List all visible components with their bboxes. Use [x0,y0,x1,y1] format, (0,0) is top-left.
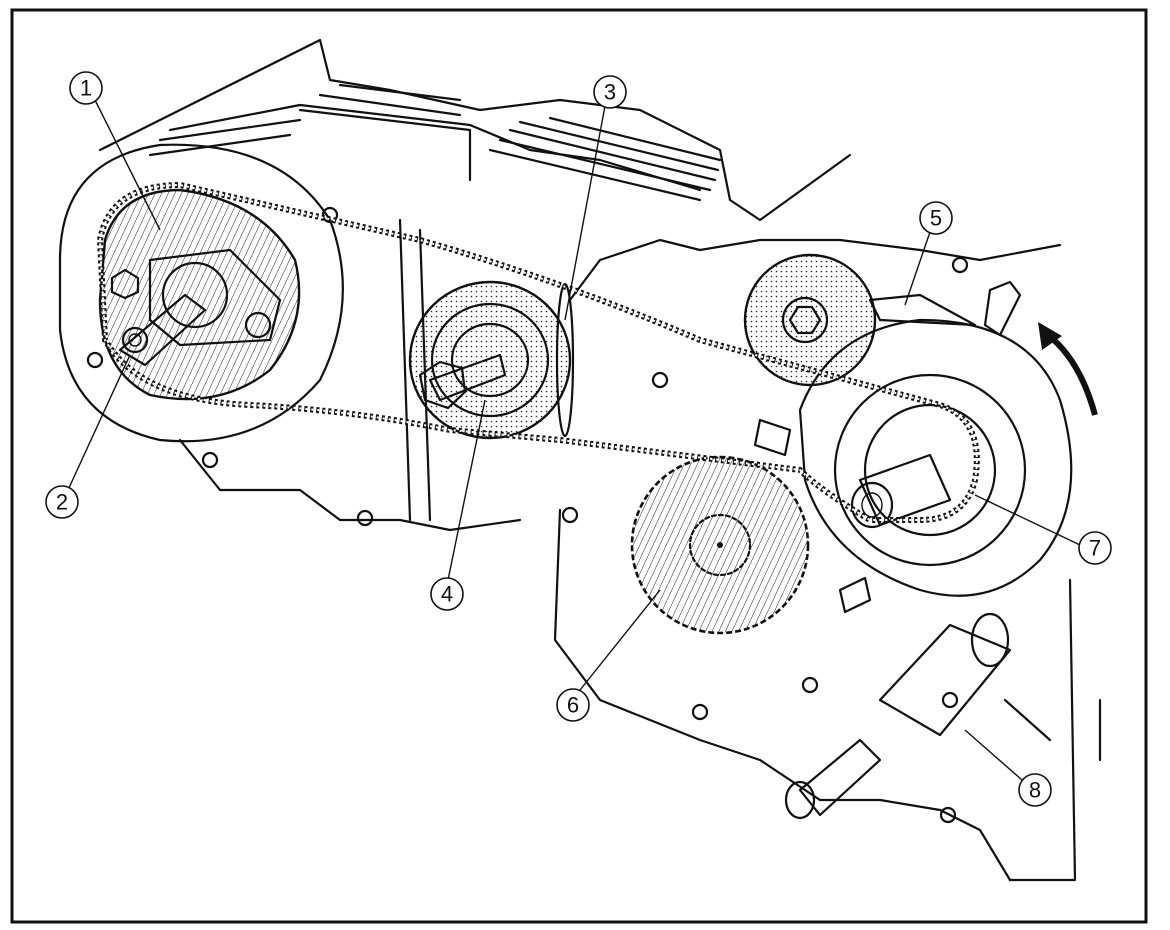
callout-6: 6 [567,693,579,718]
crankcase-outline [58,38,1102,882]
callout-1-circle [69,71,103,105]
callout-6-circle [556,688,590,722]
tensioner-pulley [408,280,575,440]
callout-5-circle [919,201,953,235]
callout-7: 7 [1089,536,1101,561]
crank-sprocket [98,188,301,401]
callouts: 1 2 3 4 5 6 7 8 [45,71,1112,807]
idler-wheel [743,253,977,387]
callout-8-circle [1018,773,1052,807]
counter-sprocket [630,455,810,635]
callout-2-circle [45,485,79,519]
callout-4: 4 [441,582,453,607]
callout-5: 5 [930,206,942,231]
curved-arrow-icon [1038,322,1098,416]
drive-chain [96,181,980,523]
callout-8: 8 [1029,778,1041,803]
callout-3: 3 [604,80,616,105]
figure-frame [10,8,1148,924]
callout-1: 1 [80,76,92,101]
callout-7-circle [1078,531,1112,565]
callout-4-circle [430,577,464,611]
callout-2: 2 [56,490,68,515]
callout-3-circle [593,75,627,109]
kick-starter-shaft [784,612,1012,820]
